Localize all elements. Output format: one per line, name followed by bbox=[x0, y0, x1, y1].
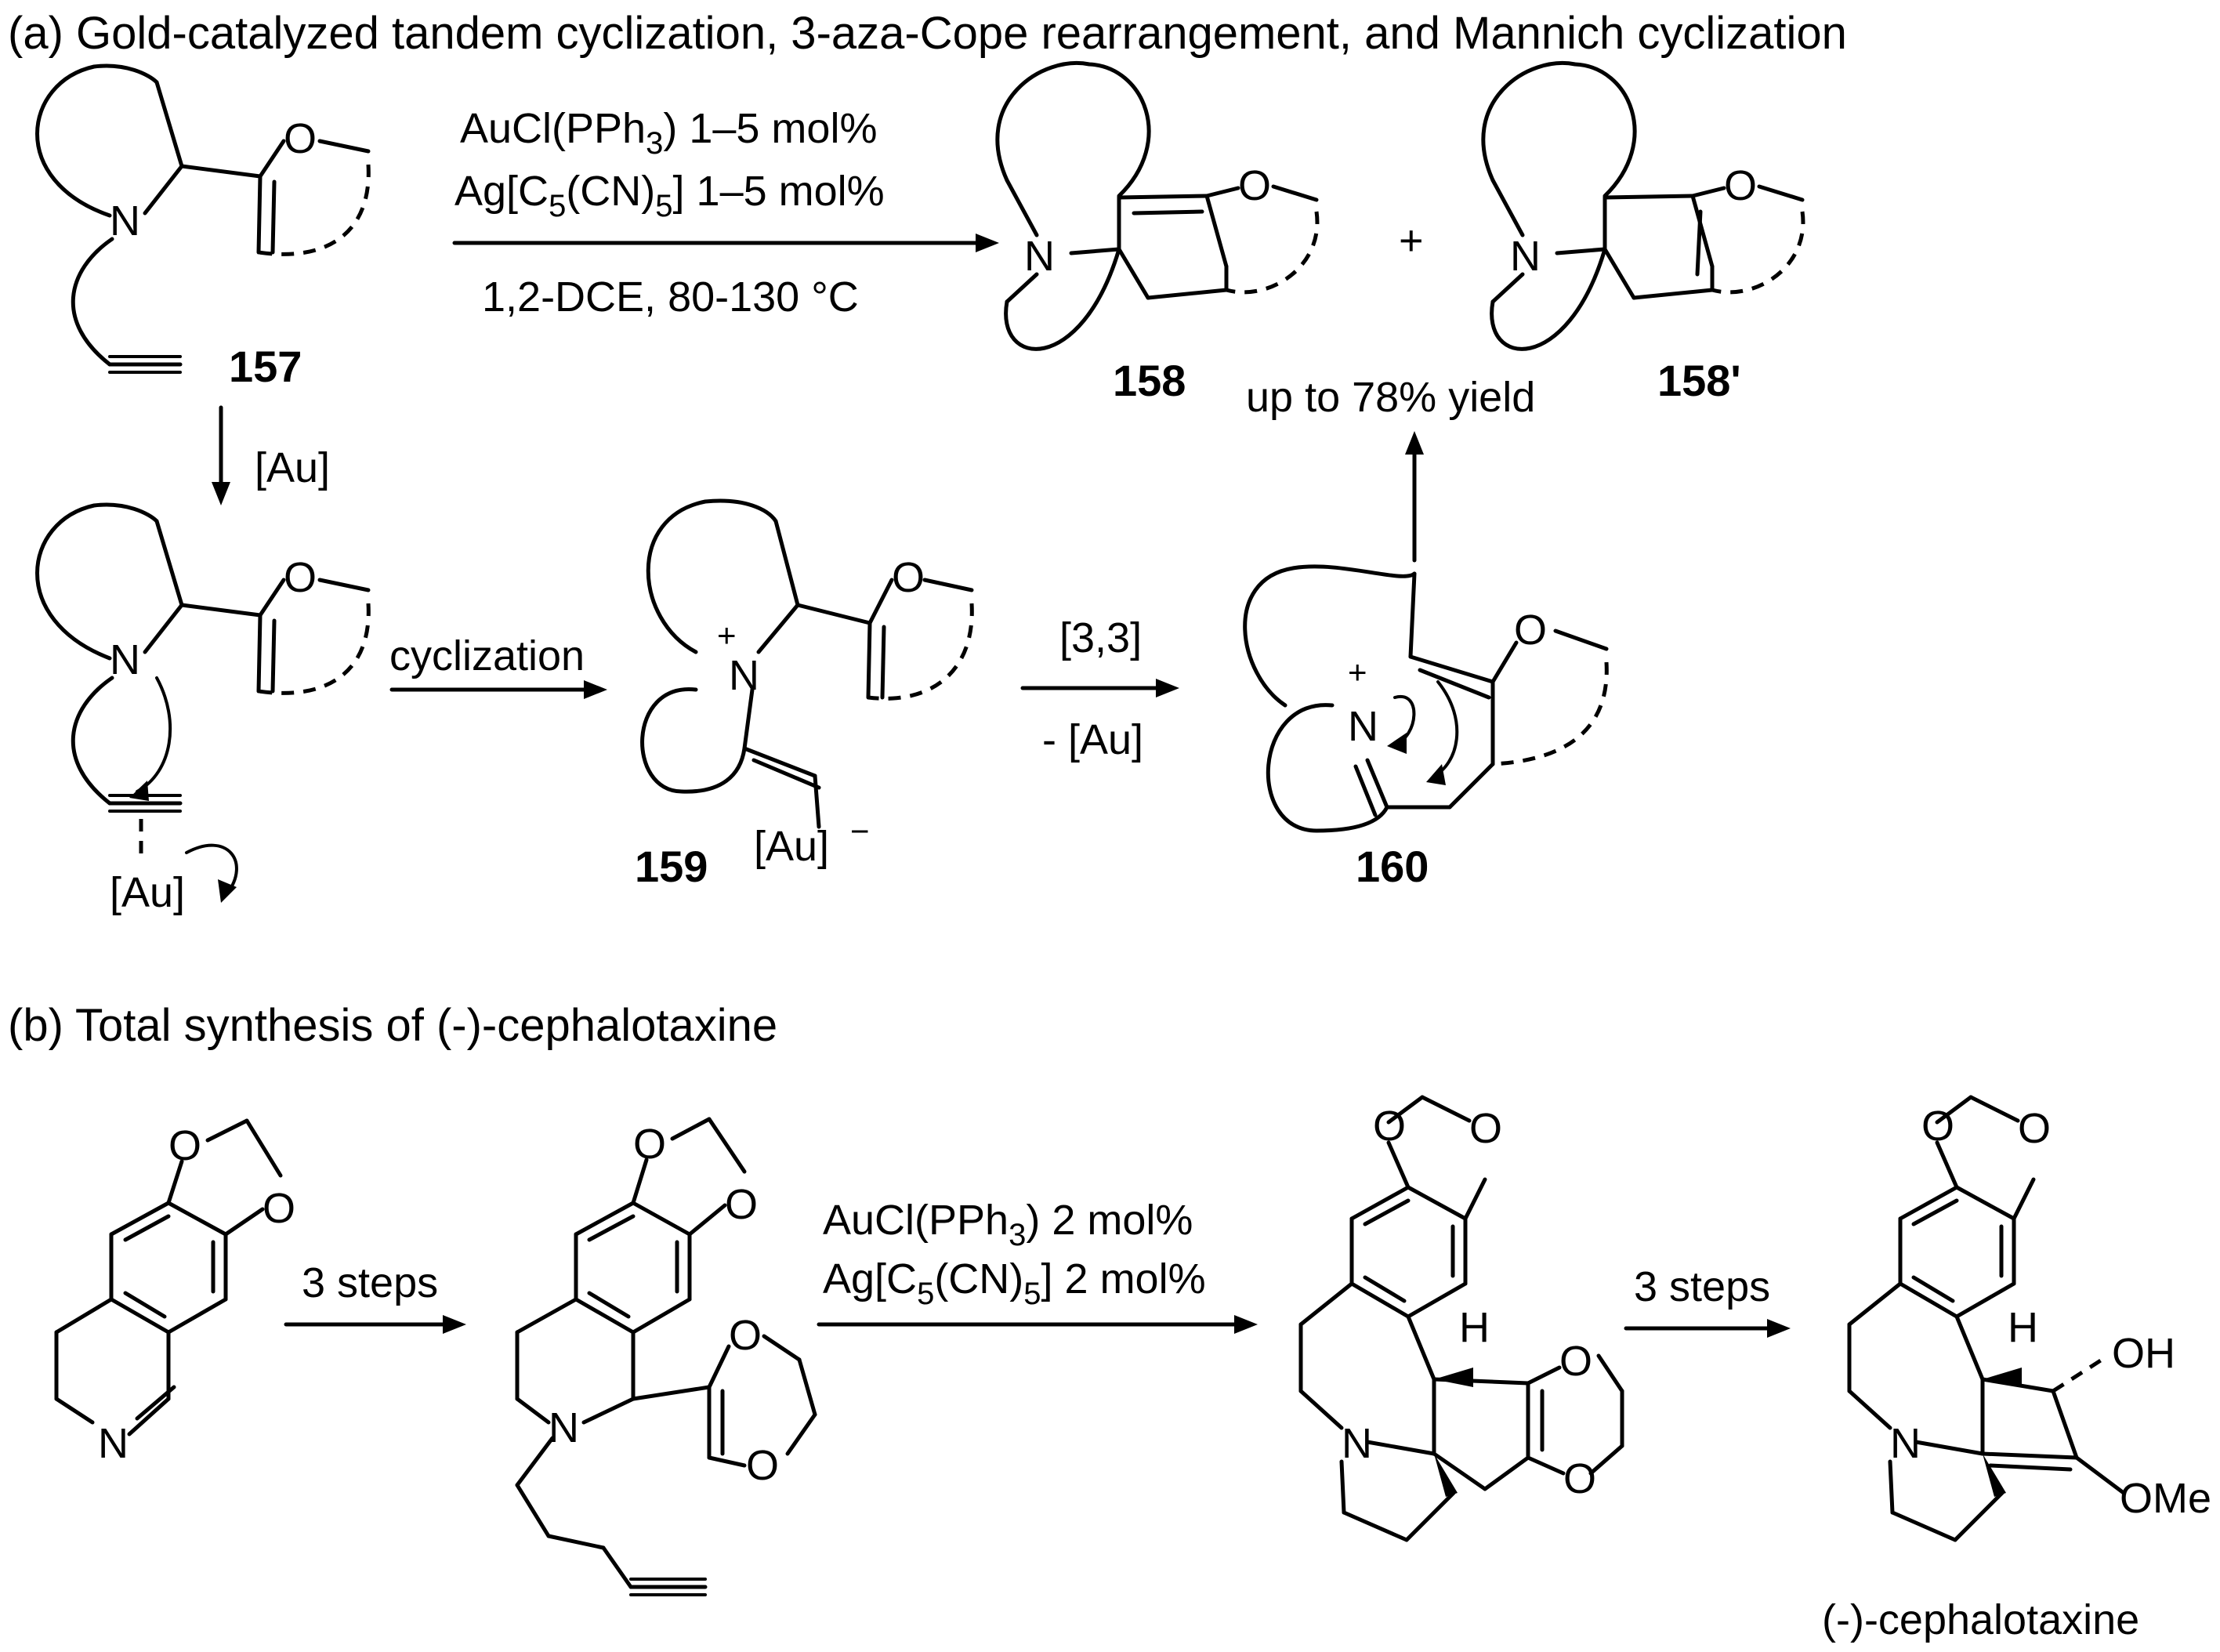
atom-o: O bbox=[729, 1312, 762, 1359]
tetracyclic-intermediate-structure: O O O O N H bbox=[1298, 1095, 1624, 1542]
reaction-arrow bbox=[284, 1315, 466, 1334]
reaction-arrow bbox=[452, 234, 999, 252]
atom-o: O bbox=[168, 1122, 201, 1169]
atom-o: O bbox=[1559, 1338, 1592, 1385]
atom-n: N bbox=[1342, 1420, 1372, 1467]
atom-au: [Au] bbox=[754, 823, 829, 870]
reaction-arrow bbox=[1405, 431, 1424, 563]
step-label-3: 3 steps bbox=[1634, 1263, 1770, 1310]
step-label-1: 3 steps bbox=[302, 1259, 438, 1306]
atom-o: O bbox=[1514, 607, 1547, 654]
condition-silver-salt: Ag[C5(CN)5] 1–5 mol% bbox=[455, 168, 885, 223]
alkyne-precursor-structure: O O O O N bbox=[515, 1117, 817, 1596]
atom-n: N bbox=[1348, 703, 1378, 750]
reaction-arrow bbox=[212, 405, 230, 505]
atom-o: O bbox=[1563, 1455, 1596, 1502]
gold-loss-label: - [Au] bbox=[1042, 716, 1143, 763]
charge-plus: + bbox=[717, 617, 737, 654]
compound-158-prime-structure: N O bbox=[1481, 61, 1805, 351]
atom-o: O bbox=[1469, 1105, 1502, 1152]
compound-159-structure: N + O [Au] − bbox=[640, 498, 974, 870]
compound-label-159: 159 bbox=[635, 842, 708, 891]
atom-o: O bbox=[1373, 1103, 1406, 1150]
cephalotaxine-structure: O O N H OH OMe bbox=[1847, 1095, 2211, 1542]
reaction-arrow bbox=[817, 1315, 1258, 1334]
atom-o: O bbox=[633, 1121, 666, 1168]
atom-o: O bbox=[284, 554, 317, 601]
atom-o: O bbox=[1921, 1103, 1954, 1150]
atom-o: O bbox=[892, 554, 925, 601]
compound-160-structure: N + O bbox=[1243, 564, 1609, 833]
compound-label-158-prime: 158' bbox=[1657, 356, 1741, 405]
condition-gold-catalyst: AuCl(PPh3) 1–5 mol% bbox=[460, 105, 877, 161]
condition-solvent-temperature: 1,2-DCE, 80-130 °C bbox=[482, 274, 859, 321]
gold-alkyne-complex-structure: N O [Au] bbox=[35, 502, 371, 916]
plus-sign: + bbox=[1399, 217, 1424, 264]
compound-label-157: 157 bbox=[229, 342, 302, 391]
reaction-arrow bbox=[389, 680, 607, 699]
atom-n: N bbox=[549, 1404, 579, 1451]
atom-n: N bbox=[98, 1420, 129, 1467]
dihydroisoquinoline-structure: O O N bbox=[54, 1118, 295, 1467]
atom-h: H bbox=[1459, 1304, 1490, 1351]
atom-o: O bbox=[746, 1442, 779, 1489]
gold-catalyst-label: [Au] bbox=[255, 444, 330, 491]
condition-gold-catalyst: AuCl(PPh3) 2 mol% bbox=[823, 1197, 1193, 1252]
compound-label-158: 158 bbox=[1113, 356, 1186, 405]
compound-label-160: 160 bbox=[1356, 842, 1429, 891]
atom-o: O bbox=[725, 1181, 758, 1228]
reaction-arrow bbox=[1020, 679, 1179, 697]
condition-silver-salt: Ag[C5(CN)5] 2 mol% bbox=[823, 1255, 1206, 1311]
atom-o: O bbox=[2018, 1105, 2051, 1152]
charge-minus: − bbox=[850, 813, 870, 850]
atom-n: N bbox=[1024, 233, 1055, 280]
atom-au: [Au] bbox=[110, 869, 185, 916]
atom-o: O bbox=[284, 115, 317, 162]
atom-n: N bbox=[110, 636, 140, 683]
atom-o: O bbox=[1724, 162, 1757, 209]
yield-text: up to 78% yield bbox=[1246, 374, 1535, 421]
compound-157-structure: N O bbox=[35, 63, 371, 374]
atom-n: N bbox=[110, 197, 140, 245]
part-a-heading: (a) Gold-catalyzed tandem cyclization, 3… bbox=[8, 8, 1847, 59]
atom-n: N bbox=[1510, 233, 1541, 280]
cyclization-label: cyclization bbox=[389, 632, 585, 679]
part-b-heading: (b) Total synthesis of (-)-cephalotaxine bbox=[8, 1000, 777, 1051]
atom-n: N bbox=[729, 652, 759, 699]
atom-n: N bbox=[1890, 1420, 1921, 1467]
methoxy-group: OMe bbox=[2120, 1475, 2211, 1522]
atom-o: O bbox=[263, 1185, 295, 1232]
hydroxyl-group: OH bbox=[2112, 1330, 2175, 1377]
compound-158-structure: N O bbox=[995, 61, 1320, 351]
charge-plus: + bbox=[1348, 654, 1367, 690]
atom-o: O bbox=[1238, 162, 1271, 209]
product-name: (-)-cephalotaxine bbox=[1822, 1596, 2139, 1643]
rearrangement-label: [3,3] bbox=[1059, 614, 1142, 661]
reaction-arrow bbox=[1624, 1319, 1791, 1338]
atom-h: H bbox=[2008, 1304, 2038, 1351]
